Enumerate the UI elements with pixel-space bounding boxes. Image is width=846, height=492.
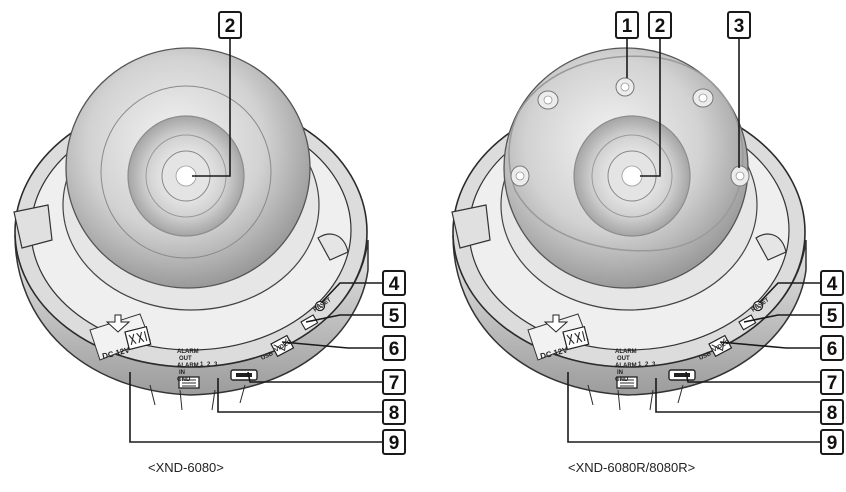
callout-9-left: 9	[382, 429, 406, 455]
callout-1-right: 1	[615, 11, 639, 39]
pin-label-3: 3	[214, 362, 218, 368]
pin-label-2: 2	[207, 362, 211, 368]
callout-2-left: 2	[218, 11, 242, 39]
svg-text:9: 9	[827, 433, 838, 454]
alarm-label-5: GND	[615, 377, 629, 383]
alarm-label-3: ALARM	[615, 363, 637, 369]
pin-label-1: 1	[200, 362, 204, 368]
callout-8-right: 8	[820, 399, 844, 425]
camera-xnd-6080r: DC 12V ALARM OUT ALARM IN GND 1 2 3 USB …	[451, 11, 844, 455]
svg-text:3: 3	[734, 16, 745, 37]
alarm-label-1: ALARM	[615, 349, 637, 355]
alarm-label-5: GND	[177, 377, 191, 383]
svg-text:4: 4	[389, 274, 400, 295]
svg-text:5: 5	[389, 306, 400, 327]
callout-5-left: 5	[382, 302, 406, 328]
alarm-label-1: ALARM	[177, 349, 199, 355]
pin-label-3: 3	[652, 362, 656, 368]
svg-text:5: 5	[827, 306, 838, 327]
svg-text:6: 6	[389, 339, 400, 360]
alarm-label-3: ALARM	[177, 363, 199, 369]
callout-6-right: 6	[820, 335, 844, 361]
svg-text:2: 2	[655, 16, 666, 37]
alarm-label-2: OUT	[179, 356, 192, 362]
pin-label-2: 2	[645, 362, 649, 368]
svg-text:9: 9	[389, 433, 400, 454]
svg-text:6: 6	[827, 339, 838, 360]
callout-7-left: 7	[382, 369, 406, 395]
svg-text:2: 2	[225, 16, 236, 37]
callout-6-left: 6	[382, 335, 406, 361]
callout-5-right: 5	[820, 302, 844, 328]
callout-3-right: 3	[727, 11, 751, 39]
svg-text:8: 8	[827, 403, 838, 424]
usb-label: USB	[260, 351, 275, 362]
svg-text:1: 1	[622, 16, 633, 37]
svg-text:7: 7	[827, 373, 838, 394]
alarm-label-4: IN	[179, 370, 185, 376]
alarm-label-2: OUT	[617, 356, 630, 362]
svg-text:8: 8	[389, 403, 400, 424]
caption-xnd-6080: <XND-6080>	[148, 460, 224, 475]
caption-xnd-6080r-8080r: <XND-6080R/8080R>	[568, 460, 696, 475]
callout-4-right: 4	[820, 270, 844, 296]
svg-text:7: 7	[389, 373, 400, 394]
camera-xnd-6080: DC 12V ALARM OUT ALARM IN GND 1 2 3 USB …	[13, 11, 406, 455]
usb-label: USB	[698, 351, 713, 362]
callout-7-right: 7	[820, 369, 844, 395]
callout-4-left: 4	[382, 270, 406, 296]
svg-text:4: 4	[827, 274, 838, 295]
callout-9-right: 9	[820, 429, 844, 455]
pin-label-1: 1	[638, 362, 642, 368]
callout-2-right: 2	[648, 11, 672, 39]
alarm-label-4: IN	[617, 370, 623, 376]
callout-8-left: 8	[382, 399, 406, 425]
